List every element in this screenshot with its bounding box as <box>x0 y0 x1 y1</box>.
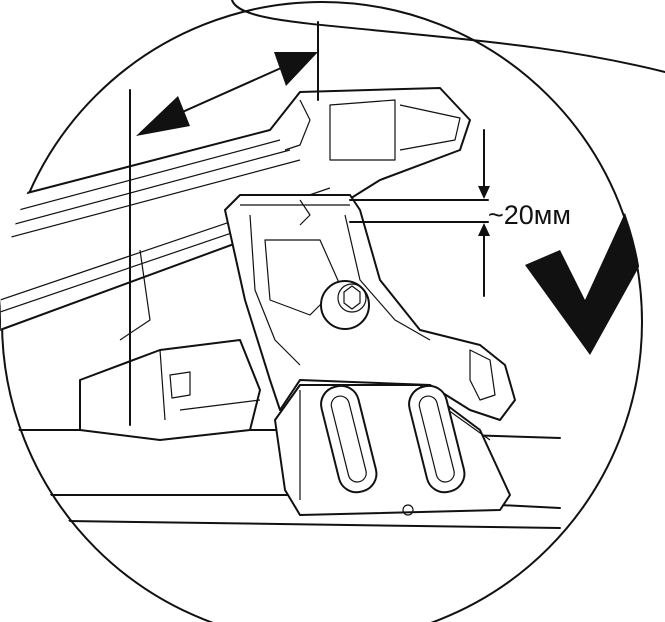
slot-right <box>408 384 466 494</box>
sheet-outline <box>231 0 665 73</box>
slot-left <box>320 384 378 494</box>
gap-dimension <box>349 129 490 297</box>
left-bracket <box>79 339 261 441</box>
gap-measurement-label: ~20мм <box>488 200 571 230</box>
double-arrow-icon <box>136 52 318 136</box>
bolt <box>320 280 370 330</box>
clamp-plate <box>274 384 511 516</box>
